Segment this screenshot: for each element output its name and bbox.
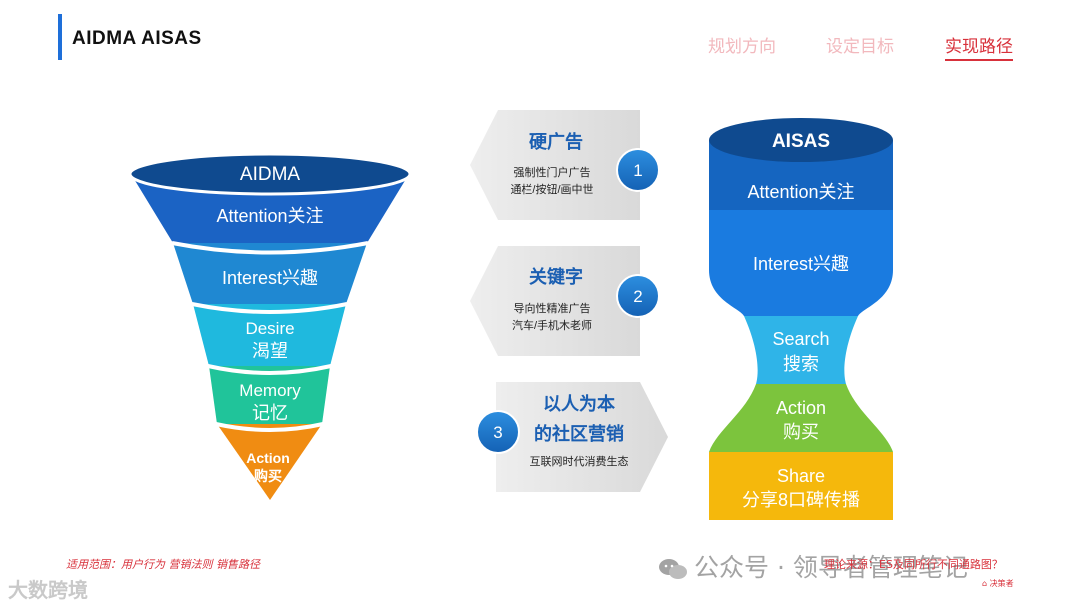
aisas-layer-search — [744, 316, 858, 384]
aisas-action-label: Action — [776, 398, 826, 418]
box3-line1: 互联网时代消费生态 — [530, 454, 629, 468]
title-accent-bar — [58, 14, 62, 60]
watermark-text: 公众号 · 领导者管理笔记 — [694, 553, 968, 582]
box2-line1: 导向性精准广告 — [514, 301, 591, 315]
aidma-layer-desire — [193, 304, 346, 366]
wechat-watermark: 公众号 · 领导者管理笔记 — [658, 548, 968, 584]
middle-box-1: 硬广告 强制性门户广告 通栏/按钮/画中世 1 — [470, 110, 660, 220]
aisas-interest-label: Interest兴趣 — [753, 254, 849, 274]
aidma-attention-label: Attention关注 — [216, 206, 323, 226]
middle-box-2: 关键字 导向性精准广告 汽车/手机木老师 2 — [470, 246, 660, 356]
aidma-memory-label-cn: 记忆 — [252, 403, 288, 423]
aisas-top-label: AISAS — [772, 131, 830, 152]
scope-note: 适用范围：用户行为 营销法则 销售路径 — [66, 558, 260, 571]
box1-line1: 强制性门户广告 — [514, 165, 591, 179]
box1-number: 1 — [633, 161, 642, 180]
box1-title: 硬广告 — [529, 131, 583, 152]
aisas-search-label-cn: 搜索 — [783, 354, 819, 374]
aidma-layer-interest — [173, 243, 367, 304]
aidma-layer-action — [217, 424, 322, 500]
box1-number-circle — [616, 148, 660, 192]
box2-line2: 汽车/手机木老师 — [512, 318, 592, 332]
page-title: AIDMA AISAS — [72, 28, 202, 49]
tab-plan-direction[interactable]: 规划方向 — [708, 37, 776, 57]
aisas-action-label-cn: 购买 — [783, 422, 819, 442]
aisas-layer-share — [709, 452, 893, 520]
aisas-layer-interest — [709, 210, 893, 316]
box3-title: 以人为本 — [543, 393, 615, 414]
aidma-action-label-cn: 购买 — [254, 468, 282, 484]
aidma-interest-label: Interest兴趣 — [222, 268, 318, 288]
aidma-top-rim — [128, 152, 412, 196]
aisas-share-label: Share — [777, 466, 825, 486]
corner-logo-icon: ⌂ — [982, 579, 988, 588]
aidma-action-label: Action — [246, 450, 290, 466]
box3-number: 3 — [493, 423, 502, 442]
aidma-top-label: AIDMA — [240, 164, 301, 185]
wechat-icon — [659, 559, 687, 579]
aisas-share-label-cn: 分享8口碑传播 — [742, 490, 860, 510]
aidma-funnel: AIDMA Attention关注 Interest兴趣 Desire 渴望 M… — [128, 152, 412, 500]
aidma-layer-memory — [209, 366, 330, 424]
box1-line2: 通栏/按钮/画中世 — [510, 182, 593, 196]
aidma-memory-label: Memory — [239, 381, 301, 400]
tab-set-goals[interactable]: 设定目标 — [826, 37, 894, 57]
box2-title: 关键字 — [529, 266, 583, 287]
corner-logo: ⌂ 决策者 — [982, 578, 1014, 589]
aisas-hourglass: AISAS Attention关注 Interest兴趣 Search 搜索 A… — [709, 118, 893, 520]
aisas-top-rim — [709, 118, 893, 162]
box3-number-circle — [476, 410, 520, 454]
corner-logo-text: 决策者 — [989, 579, 1014, 588]
box2-number: 2 — [633, 287, 642, 306]
aidma-desire-label: Desire — [245, 319, 294, 338]
aisas-attention-label: Attention关注 — [747, 182, 854, 202]
aisas-search-label: Search — [772, 329, 829, 349]
box3-title2: 的社区营销 — [534, 423, 624, 444]
middle-box-3: 以人为本 的社区营销 互联网时代消费生态 3 — [476, 382, 668, 492]
aisas-layer-action — [709, 384, 893, 452]
brand-watermark: 大数跨境 — [8, 578, 88, 602]
aidma-desire-label-cn: 渴望 — [252, 341, 288, 361]
source-note: 理论来源：ES及同所行不同通路图？ — [824, 558, 1003, 571]
box2-number-circle — [616, 274, 660, 318]
tab-implementation-path[interactable]: 实现路径 — [945, 32, 1013, 61]
